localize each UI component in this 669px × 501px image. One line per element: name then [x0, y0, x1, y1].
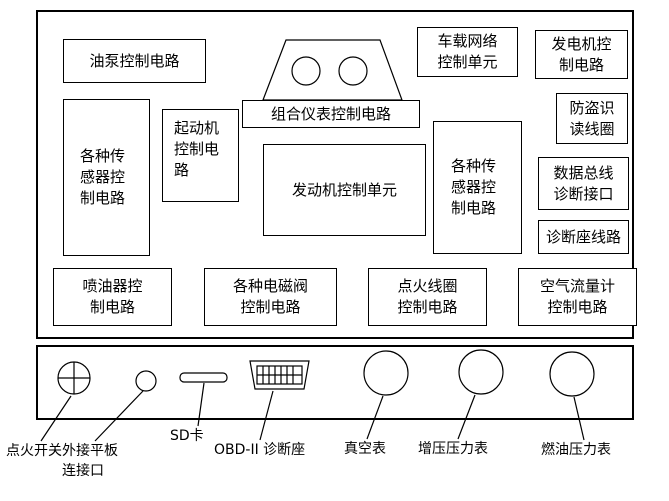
box-ignition-coil-control-circuit: 点火线圈控制电路	[368, 268, 487, 326]
box-engine-control-unit: 发动机控制单元	[263, 144, 426, 236]
box-oil-pump-control-circuit: 油泵控制电路	[63, 39, 206, 83]
label-obd2-diagnostic-socket: OBD-II 诊断座	[214, 442, 306, 458]
label-external-tablet-port: 外接平板连接口	[62, 443, 118, 479]
box-vehicle-network-control-unit: 车载网络控制单元	[417, 27, 518, 77]
box-sensors-control-left: 各种传感器控制电路	[63, 99, 150, 256]
box-injector-control-circuit: 喷油器控制电路	[53, 268, 172, 326]
box-immobilizer-reader-coil: 防盗识读线圈	[556, 93, 628, 144]
box-diagnostic-socket-circuit: 诊断座线路	[538, 220, 629, 254]
box-starter-control-circuit: 起动机控制电路	[162, 109, 239, 202]
box-solenoid-valves-control-circuit: 各种电磁阀控制电路	[204, 268, 337, 326]
label-ignition-switch: 点火开关	[6, 443, 62, 459]
label-boost-pressure-gauge: 增压压力表	[418, 441, 488, 457]
box-sensors-control-right: 各种传感器控制电路	[433, 121, 522, 254]
label-sd-card: SD卡	[170, 428, 204, 444]
box-data-bus-diagnostic-interface: 数据总线诊断接口	[538, 157, 629, 210]
bottom-panel-frame	[36, 345, 634, 420]
box-air-flow-meter-control-circuit: 空气流量计控制电路	[518, 268, 637, 326]
box-generator-control-circuit: 发电机控制电路	[535, 30, 628, 79]
label-vacuum-gauge: 真空表	[344, 441, 386, 457]
label-fuel-pressure-gauge: 燃油压力表	[541, 442, 611, 458]
box-instrument-cluster-control: 组合仪表控制电路	[242, 100, 420, 128]
